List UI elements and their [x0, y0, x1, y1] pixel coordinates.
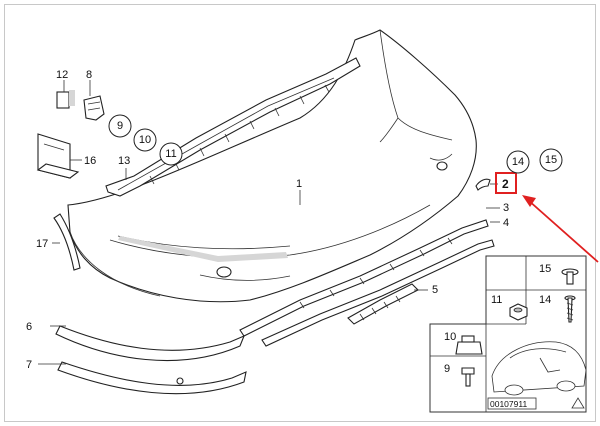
callout-16: 16: [84, 155, 96, 167]
callout-5: 5: [432, 284, 438, 296]
fastener-inset: 15 11 14 10 9: [429, 255, 587, 413]
callout-17: 17: [36, 238, 48, 250]
bumper-cover: [67, 29, 477, 303]
callout-11-circled: 11: [165, 148, 176, 160]
inset-label-10: 10: [444, 331, 456, 343]
inset-label-14: 14: [539, 294, 551, 306]
lower-guard-strips: [239, 219, 495, 347]
callout-6: 6: [26, 321, 32, 333]
trim-strip-6: [55, 325, 246, 362]
clip-8: [83, 95, 105, 121]
callout-8: 8: [86, 69, 92, 81]
bolt-icon: [461, 367, 475, 387]
clip-nut-icon: [455, 335, 483, 355]
side-bracket-17: [53, 213, 81, 271]
warning-triangle-icon: [571, 397, 585, 409]
diagram-code: 00107911: [490, 399, 527, 409]
red-arrow: [522, 195, 599, 263]
screw-icon: [564, 295, 576, 323]
car-silhouette-icon: [491, 341, 587, 396]
push-rivet-icon: [561, 268, 579, 285]
callout-13: 13: [118, 155, 130, 167]
clip-2: [475, 178, 491, 191]
circled-callouts: 9 10 11 14 15: [108, 114, 563, 174]
trim-strip-7: [57, 361, 247, 395]
inset-label-9: 9: [444, 363, 450, 375]
callout-7: 7: [26, 359, 32, 371]
inset-label-11: 11: [491, 294, 502, 306]
callout-14-circled: 14: [512, 156, 524, 168]
callout-9-circled: 9: [117, 120, 123, 132]
nut-icon: [509, 303, 528, 321]
callout-10-circled: 10: [139, 134, 151, 146]
highlight-box: [495, 172, 517, 194]
callout-2: 2: [502, 177, 509, 191]
clip-12: [56, 90, 75, 109]
callout-15-circled: 15: [545, 154, 557, 166]
callout-12: 12: [56, 69, 68, 81]
callout-3: 3: [503, 202, 509, 214]
inset-label-15: 15: [539, 263, 551, 275]
callout-4: 4: [503, 217, 509, 229]
bracket-16: [36, 133, 80, 179]
callout-1: 1: [296, 178, 302, 190]
